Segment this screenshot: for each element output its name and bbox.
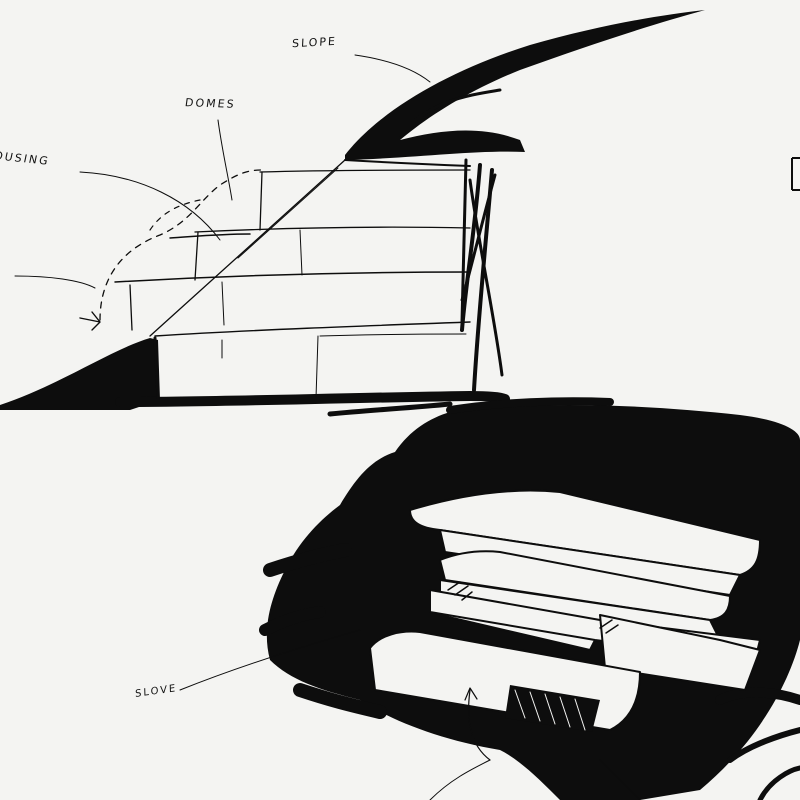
ground-line xyxy=(115,391,510,407)
brush-stroke-2 xyxy=(259,606,326,636)
terrace-vert-c xyxy=(315,335,319,399)
terrace-line-2b xyxy=(169,233,251,239)
brush-stroke-4 xyxy=(715,687,800,705)
upper-sketch xyxy=(0,10,705,417)
label-domes: DOMES xyxy=(184,96,237,111)
corner-leg-4 xyxy=(460,173,497,302)
dome-dashed-2 xyxy=(149,199,201,231)
brush-stroke-3 xyxy=(293,683,387,719)
brush-stroke-1 xyxy=(263,543,352,577)
terrace-line-3 xyxy=(114,271,471,283)
stove-arrow xyxy=(468,689,491,761)
corner-leg-1 xyxy=(460,163,482,332)
leader-stove xyxy=(179,629,361,691)
vent-hatch xyxy=(514,689,586,731)
slab-2 xyxy=(439,550,731,621)
roof-slope-return xyxy=(398,88,502,137)
label-slope: SLOPE xyxy=(291,34,338,51)
terrace-vert-b xyxy=(221,281,225,326)
stove-arrow-head xyxy=(464,687,478,701)
box-front-left xyxy=(153,336,160,400)
slab-hatch-1 xyxy=(447,581,473,601)
leader-slope xyxy=(354,54,431,83)
brush-stroke-6 xyxy=(757,765,800,800)
terrace-line-2 xyxy=(194,226,471,233)
vent-grille xyxy=(505,685,600,732)
brush-stroke-5 xyxy=(727,727,800,763)
roof-slope-fin xyxy=(345,10,705,160)
terrace-step-1 xyxy=(259,171,263,231)
terrace-line-5 xyxy=(319,333,467,337)
terrace-vert-a xyxy=(299,229,303,276)
leader-left xyxy=(14,275,96,289)
slope-diagonal-2 xyxy=(237,167,339,259)
box-front-top xyxy=(154,321,471,337)
terrace-step-2 xyxy=(194,231,199,281)
terrace-line-4 xyxy=(129,284,133,331)
dome-dashed xyxy=(99,169,263,321)
slope-diagonal xyxy=(149,159,346,337)
slab-hatch-2 xyxy=(599,619,619,634)
ground-line-lower xyxy=(327,401,453,417)
leader-domes xyxy=(217,119,233,201)
arrow-mark xyxy=(79,311,101,331)
brush-stroke-7 xyxy=(446,397,614,414)
box-back-top xyxy=(344,159,471,167)
terrace-line-1 xyxy=(259,169,471,173)
corner-leg-3 xyxy=(468,178,504,377)
ground-wedge xyxy=(0,338,160,410)
leader-bottom xyxy=(429,759,491,800)
leader-bottom-2 xyxy=(599,759,641,800)
edge-glyph xyxy=(791,157,800,191)
slab-1 xyxy=(409,489,761,576)
lower-sketch xyxy=(179,397,800,800)
leader-housing xyxy=(79,171,221,241)
